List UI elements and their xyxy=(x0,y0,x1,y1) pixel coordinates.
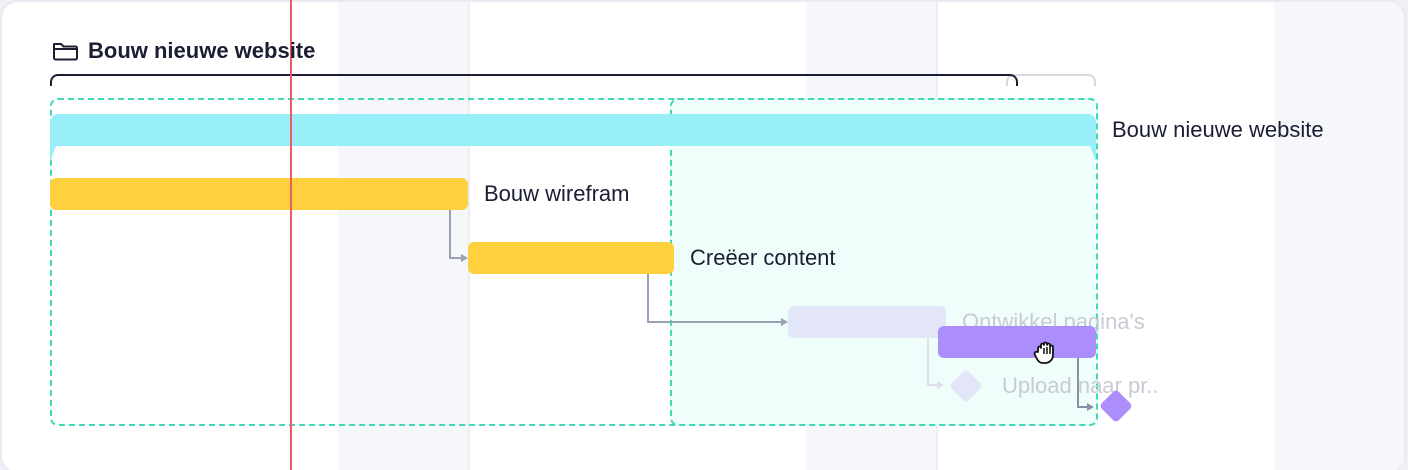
task-label-upload-naar-productie: Upload naar pr.. xyxy=(1002,373,1159,398)
summary-task-bar[interactable] xyxy=(50,114,1100,164)
project-header[interactable]: Bouw nieuwe website xyxy=(52,38,315,64)
today-line xyxy=(290,0,292,470)
milestone-ghost xyxy=(950,370,982,402)
drag-original-area xyxy=(50,98,1098,426)
project-title: Bouw nieuwe website xyxy=(88,38,316,63)
grid-line xyxy=(468,2,470,470)
summary-task-label: Bouw nieuwe website xyxy=(1112,117,1324,142)
task-bar-creeer-content[interactable] xyxy=(468,242,674,274)
weekend-column xyxy=(338,2,468,470)
task-label-bouw-wirefram: Bouw wirefram xyxy=(484,181,630,206)
task-bar-bouw-wirefram[interactable] xyxy=(50,178,468,210)
folder-icon xyxy=(53,43,78,61)
task-bar-ontwikkel-paginas-drag-preview[interactable] xyxy=(938,326,1096,358)
grab-hand-icon xyxy=(1033,341,1054,364)
project-span-bracket-preview xyxy=(1006,74,1096,86)
project-span-bracket xyxy=(50,74,1018,86)
weekend-column xyxy=(1274,2,1404,470)
task-bar-ontwikkel-paginas-ghost xyxy=(788,306,946,338)
milestone-drag-preview[interactable] xyxy=(1094,384,1138,428)
drag-target-area xyxy=(670,98,1098,426)
summary-bar-shape xyxy=(50,114,1096,162)
task-label-creeer-content: Creëer content xyxy=(690,245,836,270)
